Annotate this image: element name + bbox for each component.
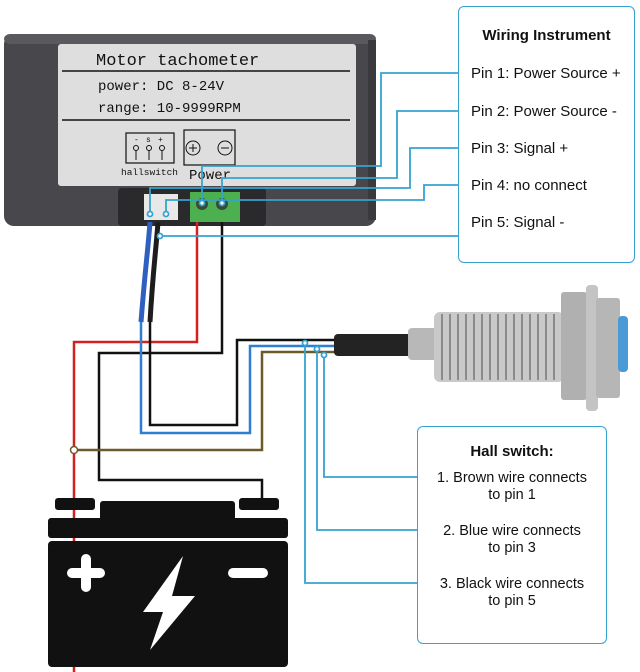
hall-callout-lines [301,339,432,587]
power-box [183,129,236,166]
callout-dot [146,210,154,218]
callout-dot [313,345,321,353]
wiring-instrument-panel: Wiring Instrument Pin 1: Power Source + … [458,6,635,263]
pin-1-label: Pin 1: Power Source + [471,65,621,82]
hallswitch-pin-minus: - [134,136,139,145]
pin-5-label: Pin 5: Signal - [471,214,565,231]
callout-pin3 [149,147,462,214]
hall-switch-panel: Hall switch: 1. Brown wire connects to p… [417,426,607,644]
wire-black-power [97,222,264,505]
battery-terminal-negative [239,498,279,510]
hall-item-2: 2. Blue wire connects to pin 3 [418,523,606,557]
tachometer-device: Motor tachometer power: DC 8-24V range: … [4,34,376,226]
callout-black [304,343,428,584]
wire-brown [74,350,300,452]
callout-dot [162,210,170,218]
hallswitch-pin-dot [159,145,165,151]
pin-4-label: Pin 4: no connect [471,177,587,194]
wiring-panel-title: Wiring Instrument [482,27,611,44]
wire-blue-signal [139,322,300,435]
hallswitch-pin-s: s [146,136,151,145]
device-side [368,40,376,220]
callout-dot [198,199,206,207]
power-label: Power [189,168,231,184]
blue-cable [138,221,153,323]
hallswitch-pin-plus: + [158,136,163,145]
sensor-hex-nut [561,292,587,400]
callout-dot [156,232,164,240]
hallswitch-box [125,132,175,164]
sensor-collar [408,328,438,360]
battery-top-cap [100,501,235,521]
wire-junction [69,445,79,455]
hallswitch-pin-dot [146,145,152,151]
hall-item-1-line2: to pin 1 [488,487,536,503]
power-minus-circle [217,140,233,156]
battery-plus-icon [67,554,105,592]
battery-terminal-positive [55,498,95,510]
callout-dot [218,199,226,207]
pin-3-label: Pin 3: Signal + [471,140,569,157]
callout-pin2 [221,110,462,203]
sensor-washer [586,285,598,411]
device-title: Motor tachometer [96,52,259,71]
hall-item-1: 1. Brown wire connects to pin 1 [418,470,606,504]
sensor-tip [618,316,628,372]
callout-dot [301,339,309,347]
hall-item-3: 3. Black wire connects to pin 5 [418,576,606,610]
power-spec: power: DC 8-24V [98,79,225,95]
sensor-hex-nut-2 [596,298,620,398]
battery [48,498,288,667]
power-symbol: Power [183,129,236,184]
callout-brown [323,355,428,478]
hall-panel-title: Hall switch: [470,443,554,460]
hall-sensor [334,285,628,411]
hall-item-2-line2: to pin 3 [488,540,536,556]
range-spec: range: 10-9999RPM [98,101,241,117]
callout-pin4 [165,184,462,214]
black-cable [147,221,161,323]
callout-dot [320,351,328,359]
hallswitch-label: hallswitch [121,167,178,178]
power-plus-circle [185,140,201,156]
hallswitch-pin-dot [133,145,139,151]
hall-item-3-line1: 3. Black wire connects [439,576,585,592]
callout-pin1 [201,72,462,203]
hall-item-3-line2: to pin 5 [488,593,536,609]
hallswitch-symbol: - s + hallswitch [121,132,178,178]
hall-item-2-line1: 2. Blue wire connects [443,523,581,539]
sensor-cable-sleeve [334,334,414,356]
lightning-bolt-icon [143,556,195,650]
device-top-edge [4,34,376,44]
callout-blue [316,349,428,531]
pin-2-label: Pin 2: Power Source - [471,103,617,120]
device-label-plate [58,44,356,186]
sensor-threads [441,314,555,380]
hall-item-1-line1: 1. Brown wire connects [437,470,587,486]
wire-black-signal [148,322,300,427]
battery-minus-icon [228,568,268,578]
battery-lid [48,518,288,538]
